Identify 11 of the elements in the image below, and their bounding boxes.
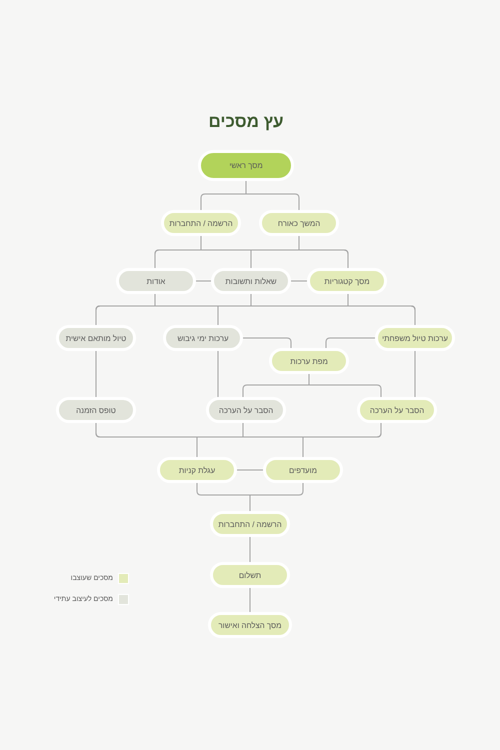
connector-line <box>196 280 212 282</box>
connector-line <box>326 338 376 348</box>
connector-line <box>96 294 156 326</box>
connector-line <box>290 280 308 282</box>
connector-line <box>414 350 416 398</box>
connector-line <box>96 422 198 458</box>
title: עץ מסכים <box>208 113 284 131</box>
connector-line <box>154 236 202 268</box>
connector-line <box>196 482 250 512</box>
connector-line <box>200 180 246 210</box>
connector-line <box>242 338 292 348</box>
